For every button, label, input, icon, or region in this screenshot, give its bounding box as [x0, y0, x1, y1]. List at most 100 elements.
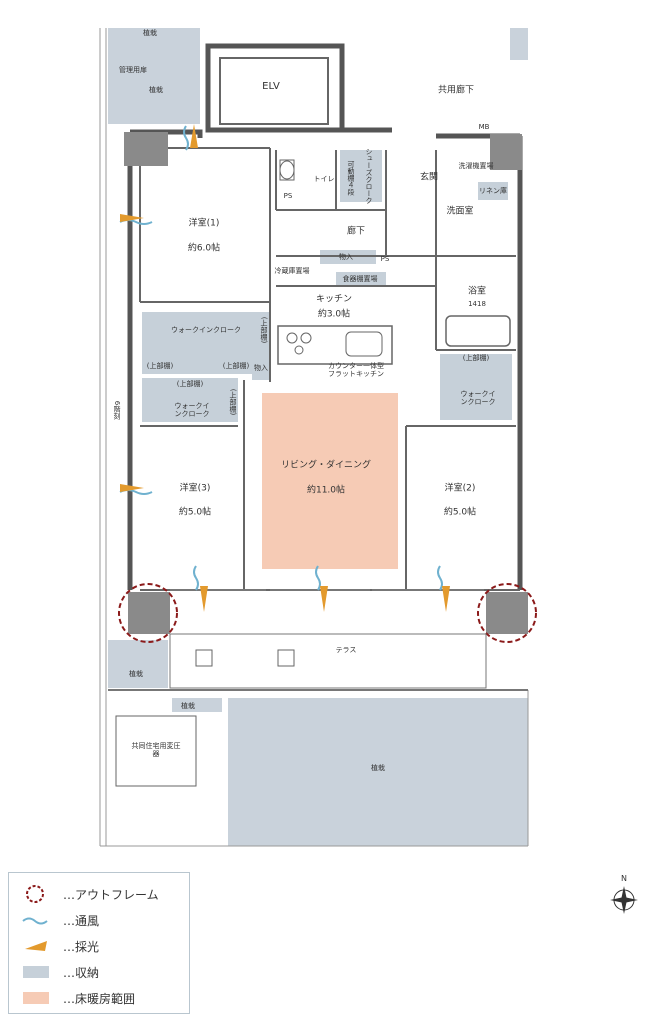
linen-storage: [478, 182, 508, 200]
movable-shelf-label: 可動棚４段: [347, 160, 355, 196]
daylight-icon: [320, 586, 328, 612]
wic3-label: ウォークインクローク: [460, 390, 496, 406]
wic1-label: ウォークインクローク: [171, 326, 241, 334]
planting-label: 植栽: [181, 702, 195, 710]
floor-heating-swatch: [23, 992, 49, 1004]
outframe-icon: [26, 885, 44, 903]
dish-storage: [336, 272, 386, 286]
planting-strip-area: [172, 698, 222, 712]
stove-icon: [286, 332, 312, 355]
upper-shelf-label: (上部棚): [229, 388, 237, 416]
kitchen-size: 約3.0帖: [317, 309, 351, 320]
planting-top-area: [108, 28, 200, 124]
wic1-storage: [142, 312, 270, 374]
daylight-icon: [442, 586, 450, 612]
legend-label: …アウトフレーム: [63, 888, 159, 902]
floor-heating-area: [262, 393, 398, 569]
toilet-icon: [279, 159, 295, 181]
column: [124, 132, 168, 166]
terrace-label: テラス: [335, 646, 357, 654]
entrance-label: 玄関: [419, 172, 439, 183]
upper-shelf-label: (上部棚): [222, 362, 250, 370]
bathtub-icon: [445, 315, 511, 347]
daylight-icon: [120, 214, 144, 222]
storage-ldk: [252, 356, 270, 380]
upper-shelf-label: (上部棚): [260, 316, 268, 344]
legend-item-daylight: …採光: [17, 935, 187, 957]
washer-space-label: 洗濯機置場: [458, 162, 494, 170]
western3-name: 洋室(3): [179, 483, 211, 494]
legend-label: …収納: [63, 966, 100, 980]
western1-size: 約6.0帖: [187, 243, 221, 254]
ventilation-icon: [183, 125, 189, 151]
legend-label: …通風: [63, 914, 100, 928]
transformer-label: 共同住宅用変圧器: [131, 742, 181, 758]
upper-shelf-label: (上部棚): [146, 362, 174, 370]
washroom-label: 洗面室: [446, 206, 474, 217]
planting-label: 植栽: [129, 670, 143, 678]
daylight-icon: [190, 124, 198, 148]
hallway-label: 廊下: [346, 226, 366, 237]
column: [486, 592, 528, 634]
ventilation-icon: [315, 565, 321, 591]
elevator-label: ELV: [262, 81, 280, 92]
column: [490, 134, 522, 170]
western1-name: 洋室(1): [188, 218, 220, 229]
shoes-cloak-label: シューズクローク: [365, 148, 373, 204]
western3-size: 約5.0帖: [178, 507, 212, 518]
compass-north-label: N: [621, 874, 627, 883]
upper-shelf-label: (上部棚): [176, 380, 204, 388]
mb-label: MB: [478, 123, 490, 131]
outdoor-unit-icon: [277, 649, 295, 667]
planting-left-bottom-area: [108, 640, 168, 688]
legend-label: …床暖房範囲: [63, 992, 136, 1006]
common-corridor-label: 共用廊下: [437, 85, 475, 96]
legend: …アウトフレーム …通風 …採光 …収納 …床暖房範囲: [8, 872, 190, 1014]
fridge-space-label: 冷蔵庫置場: [274, 267, 310, 275]
legend-item-floor-heating: …床暖房範囲: [17, 987, 187, 1009]
storage-label: 物入: [339, 253, 353, 261]
upper-shelf-label: (上部棚): [462, 354, 490, 362]
wic2-storage: [142, 378, 238, 422]
counter-label: カウンター一体型フラットキッチン: [328, 362, 384, 378]
planting-top-right-area: [510, 28, 528, 60]
dish-shelf-label: 食器棚置場: [342, 275, 378, 283]
legend-label: …採光: [63, 940, 100, 954]
sink-icon: [345, 331, 383, 357]
mgmt-storage-label: 管理用扉: [119, 66, 147, 74]
daylight-icon: [25, 941, 47, 951]
wic3-storage: [440, 354, 512, 420]
western2-size: 約5.0帖: [443, 507, 477, 518]
ventilation-icon: [22, 917, 48, 925]
wic2-label: ウォークインクローク: [174, 402, 210, 418]
compass-icon: [610, 886, 638, 914]
legend-item-storage: …収納: [17, 961, 187, 983]
storage-swatch: [23, 966, 49, 978]
planting-label: 植栽: [143, 29, 157, 37]
floor-plan: [99, 28, 537, 847]
planting-label: 植栽: [149, 86, 163, 94]
ldk-name: リビング・ダイニング: [280, 460, 372, 471]
linen-label: リネン庫: [479, 187, 507, 195]
bath-size: 1418: [468, 300, 486, 308]
storage-label: 物入: [254, 364, 268, 372]
elevator-shaft: [205, 43, 345, 133]
ldk-size: 約11.0帖: [306, 485, 346, 496]
legend-item-ventilation: …通風: [17, 909, 187, 931]
western2-name: 洋室(2): [444, 483, 476, 494]
daylight-icon: [120, 484, 144, 492]
outframe-marker: [477, 583, 537, 643]
ventilation-icon: [437, 565, 443, 591]
planting-label: 植栽: [371, 764, 385, 772]
legend-item-outframe: …アウトフレーム: [17, 883, 187, 905]
kitchen-name: キッチン: [315, 294, 353, 305]
column: [128, 592, 170, 634]
ps-label: PS: [283, 192, 293, 200]
outdoor-unit-icon: [195, 649, 213, 667]
ventilation-icon: [193, 565, 199, 591]
ps-label: PS: [380, 255, 390, 263]
outframe-marker: [118, 583, 178, 643]
toilet-label: トイレ: [313, 175, 335, 183]
daylight-icon: [200, 586, 208, 612]
shoes-cloak-storage: [340, 150, 382, 202]
